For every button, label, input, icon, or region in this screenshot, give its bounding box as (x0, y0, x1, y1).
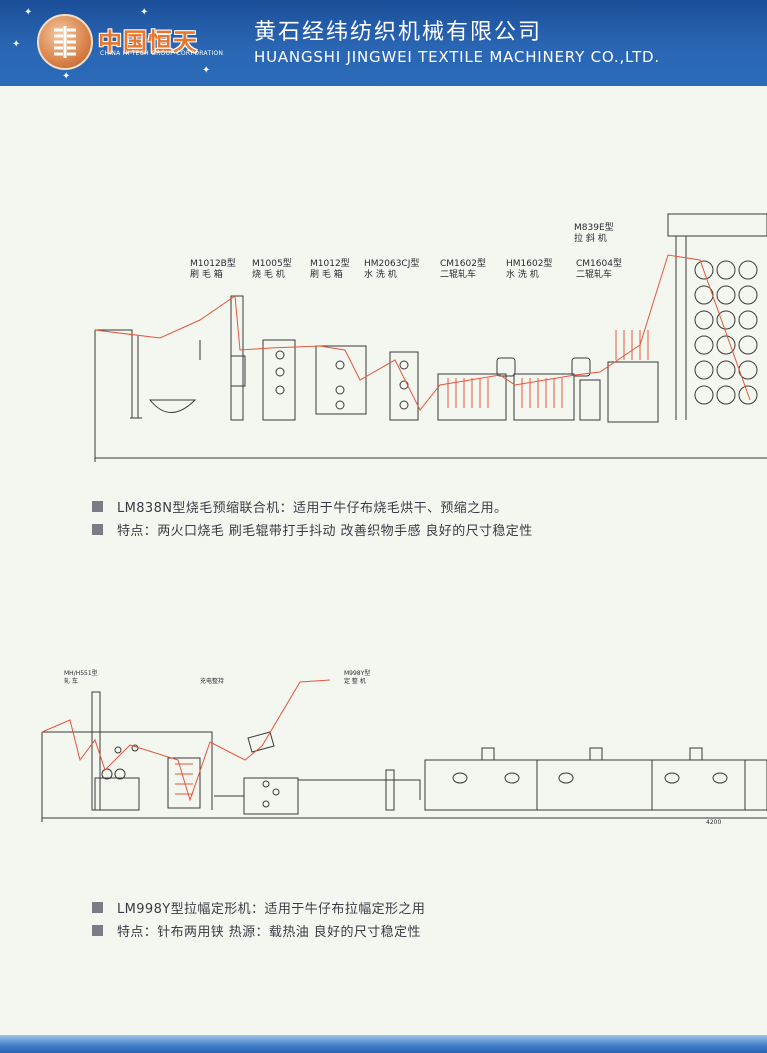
label-m998y-name: 定 整 机 (344, 677, 366, 685)
caption-lm838n-text: LM838N型烧毛预缩联合机：适用于牛仔布烧毛烘干、预缩之用。 (117, 501, 508, 516)
sparkle-icon: ✦ (140, 7, 149, 18)
label-cm1604-model: CM1604型 (576, 258, 622, 269)
label-m839e-name: 拉 斜 机 (574, 232, 607, 244)
logo-chinese-text: 中国恒天 (98, 27, 198, 56)
machine-diagram-lm998y: MH/H551型 轧 车 充电整持 M998Y型 定 整 机 4200 (0, 660, 767, 830)
label-hm2063cj-model: HM2063CJ型 (364, 258, 419, 269)
label-cm1602-model: CM1602型 (440, 258, 486, 269)
sparkle-icon: ✦ (12, 39, 21, 50)
label-m1012b-name: 刷 毛 箱 (190, 268, 223, 280)
caption-lm998y-title: LM998Y型拉幅定形机：适用于牛仔布拉幅定形之用 (92, 898, 425, 917)
sparkle-icon: ✦ (62, 71, 71, 82)
caption-lm998y-text: LM998Y型拉幅定形机：适用于牛仔布拉幅定形之用 (117, 902, 426, 917)
bullet-icon (92, 925, 103, 936)
label-m1012b-model: M1012B型 (190, 258, 236, 269)
label-hm2063cj-name: 水 洗 机 (364, 268, 397, 280)
caption-lm998y-features: 特点：针布两用铗 热源：载热油 良好的尺寸稳定性 (92, 921, 421, 940)
company-name-chinese: 黄石经纬纺织机械有限公司 (254, 20, 543, 45)
label-m1005-name: 烧 毛 机 (252, 268, 285, 280)
sparkle-icon: ✦ (24, 7, 33, 18)
bullet-icon (92, 524, 103, 535)
dimension-label: 4200 (706, 819, 721, 826)
label-m1012-name: 刷 毛 箱 (310, 268, 343, 280)
label-hm1602-name: 水 洗 机 (506, 268, 539, 280)
bullet-icon (92, 902, 103, 913)
company-logo-icon (37, 14, 93, 70)
company-name-english: HUANGSHI JINGWEI TEXTILE MACHINERY CO.,L… (254, 48, 660, 66)
caption-lm998y-features-text: 特点：针布两用铗 热源：载热油 良好的尺寸稳定性 (117, 925, 421, 940)
logo-english-text: CHINA HI-TECH GROUP CORPORATION (100, 50, 224, 57)
label-mh551-name: 轧 车 (64, 677, 78, 685)
bullet-icon (92, 501, 103, 512)
label-m1012-model: M1012型 (310, 258, 350, 269)
label-hm1602-model: HM1602型 (506, 258, 552, 269)
caption-lm838n-features-text: 特点：两火口烧毛 刷毛辊带打手抖动 改善织物手感 良好的尺寸稳定性 (117, 524, 533, 539)
caption-lm838n-features: 特点：两火口烧毛 刷毛辊带打手抖动 改善织物手感 良好的尺寸稳定性 (92, 520, 533, 539)
label-cm1602-name: 二辊轧车 (440, 268, 476, 280)
label-mh551-model: MH/H551型 (64, 669, 98, 677)
label-charger: 充电整持 (200, 677, 224, 685)
label-m998y-model: M998Y型 (344, 669, 370, 677)
caption-lm838n-title: LM838N型烧毛预缩联合机：适用于牛仔布烧毛烘干、预缩之用。 (92, 497, 507, 516)
sparkle-icon: ✦ (202, 65, 211, 76)
footer-bar (0, 1035, 767, 1053)
label-m839e-model: M839E型 (574, 222, 614, 233)
label-cm1604-name: 二辊轧车 (576, 268, 612, 280)
machine-diagram-lm838n: M1012B型 刷 毛 箱 M1005型 烧 毛 机 M1012型 刷 毛 箱 … (0, 200, 767, 470)
header-banner: ✦ ✦ ✦ ✦ ✦ 中国恒天 CHINA HI-TECH GROUP CORPO… (0, 0, 767, 86)
label-m1005-model: M1005型 (252, 258, 292, 269)
